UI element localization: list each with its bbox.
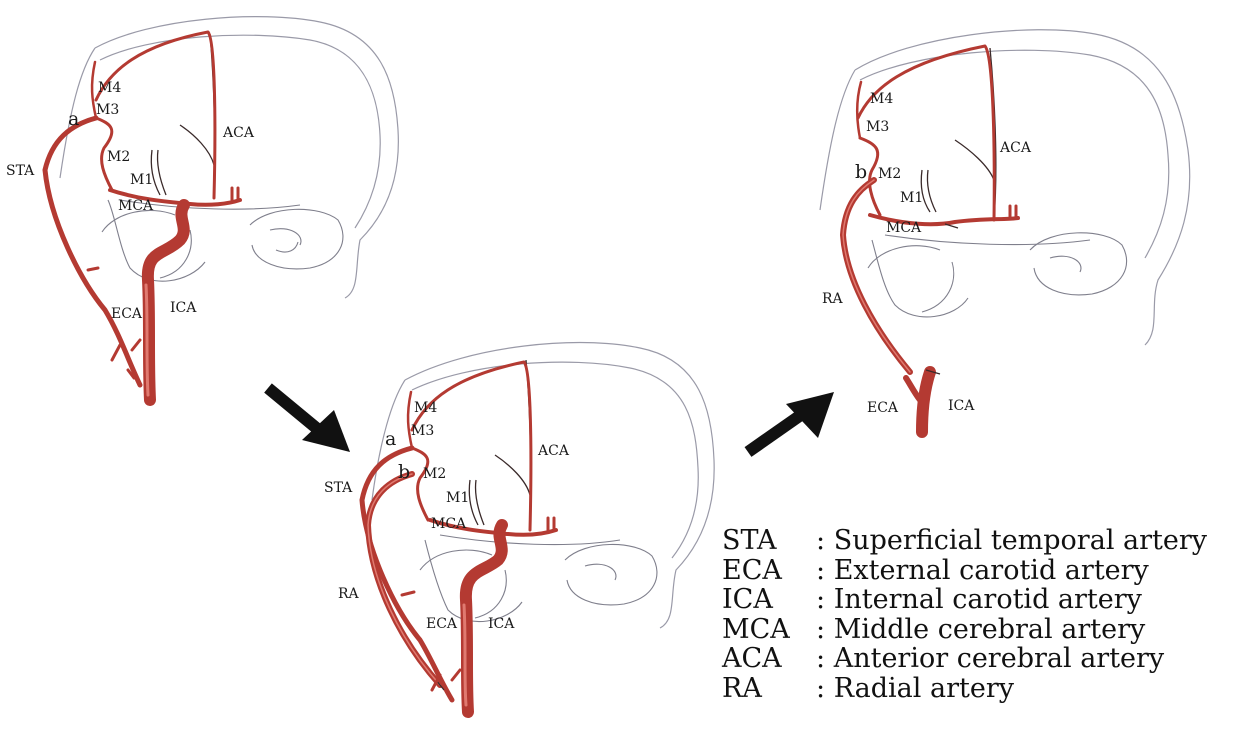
legend-text: Anterior cerebral artery: [834, 643, 1165, 674]
label-mca: MCA: [886, 220, 922, 236]
label-m3: M3: [96, 102, 119, 118]
legend-separator: :: [816, 614, 825, 645]
legend-row: ICA: Internal carotid artery: [722, 585, 1242, 615]
label-sta: STA: [324, 480, 353, 496]
head-outline: [372, 343, 714, 628]
legend-text: Superficial temporal artery: [834, 525, 1207, 556]
label-eca: ECA: [426, 616, 458, 632]
label-m4: M4: [414, 400, 437, 416]
label-m1: M1: [446, 490, 469, 506]
label-sta: STA: [6, 163, 35, 179]
label-m2: M2: [107, 149, 130, 165]
label-site-b: b: [398, 461, 410, 483]
arrow-right-up: [748, 392, 834, 452]
legend-abbr: ACA: [722, 644, 816, 674]
legend-abbr: ICA: [722, 585, 816, 615]
panel-before: M4 M3 M2 M1 MCA ACA STA ECA ICA a: [6, 17, 398, 400]
label-aca: ACA: [999, 140, 1032, 156]
label-ica: ICA: [488, 616, 515, 632]
legend-abbr: MCA: [722, 615, 816, 645]
legend-row: MCA: Middle cerebral artery: [722, 615, 1242, 645]
label-eca: ECA: [867, 400, 899, 416]
legend-text: Internal carotid artery: [834, 584, 1142, 615]
label-ra: RA: [822, 291, 844, 307]
legend-abbr: ECA: [722, 556, 816, 586]
legend-text: Middle cerebral artery: [834, 614, 1146, 645]
label-eca: ECA: [111, 306, 143, 322]
legend-separator: :: [816, 673, 825, 704]
legend-row: ACA: Anterior cerebral artery: [722, 644, 1242, 674]
legend-separator: :: [816, 525, 825, 556]
label-ica: ICA: [170, 300, 197, 316]
legend-abbr: STA: [722, 526, 816, 556]
label-m4: M4: [870, 91, 893, 107]
label-aca: ACA: [222, 125, 255, 141]
label-ra: RA: [338, 586, 360, 602]
legend-separator: :: [816, 643, 825, 674]
label-m2: M2: [878, 166, 901, 182]
label-m2: M2: [423, 466, 446, 482]
legend-row: ECA: External carotid artery: [722, 556, 1242, 586]
legend: STA: Superficial temporal artery ECA: Ex…: [722, 526, 1242, 703]
legend-separator: :: [816, 555, 825, 586]
legend-text: External carotid artery: [834, 555, 1149, 586]
arrow-right-down: [268, 388, 350, 452]
label-mca: MCA: [118, 198, 154, 214]
legend-text: Radial artery: [834, 673, 1014, 704]
label-site-a: a: [68, 108, 79, 130]
label-m1: M1: [900, 190, 923, 206]
label-m3: M3: [866, 119, 889, 135]
panel-intermediate: M4 M3 M2 M1 MCA ACA STA RA ECA ICA a b: [324, 343, 714, 712]
legend-abbr: RA: [722, 674, 816, 704]
label-m3: M3: [411, 423, 434, 439]
legend-separator: :: [816, 584, 825, 615]
legend-row: RA: Radial artery: [722, 674, 1242, 704]
label-aca: ACA: [537, 443, 570, 459]
label-mca: MCA: [431, 516, 467, 532]
label-site-b: b: [855, 161, 867, 183]
head-outline: [820, 30, 1190, 345]
panel-after: M4 M3 M2 M1 MCA ACA RA ECA ICA b: [820, 30, 1190, 432]
label-m1: M1: [130, 172, 153, 188]
label-site-a: a: [385, 428, 396, 450]
legend-row: STA: Superficial temporal artery: [722, 526, 1242, 556]
label-ica: ICA: [948, 398, 975, 414]
label-m4: M4: [98, 80, 121, 96]
ica-stump: [922, 372, 930, 432]
